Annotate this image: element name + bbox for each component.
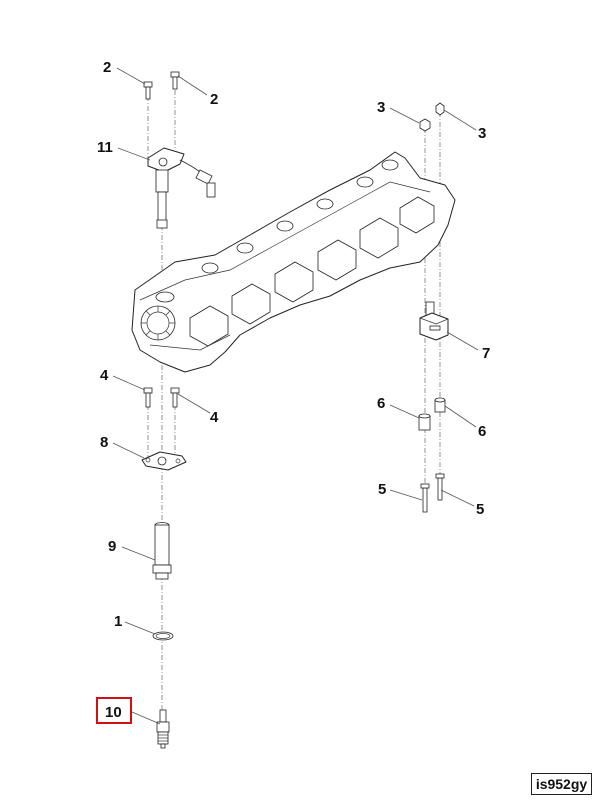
spark-plug-10 xyxy=(156,709,170,749)
spacer-6-right xyxy=(434,397,446,413)
bolt-2-left xyxy=(143,81,153,100)
bolt-4-right xyxy=(170,387,180,408)
callout-3-left: 3 xyxy=(377,99,385,116)
callout-4-right: 4 xyxy=(210,409,219,426)
callout-9: 9 xyxy=(108,538,116,555)
callout-6-right: 6 xyxy=(478,423,486,440)
spacer-6-left xyxy=(418,413,431,431)
nut-3-right xyxy=(435,102,445,116)
callout-1: 1 xyxy=(114,613,122,630)
callout-11: 11 xyxy=(97,139,113,156)
nut-3-left xyxy=(419,118,431,132)
ignition-coil-11 xyxy=(147,147,216,229)
callout-7: 7 xyxy=(482,345,490,362)
callout-6-left: 6 xyxy=(377,395,385,412)
reference-code: is952gy xyxy=(531,773,592,795)
o-ring-1 xyxy=(152,631,174,641)
callout-3-right: 3 xyxy=(478,125,486,142)
rocker-bosses xyxy=(189,159,435,347)
highlight-box-10 xyxy=(96,697,132,724)
bracket-7 xyxy=(419,301,449,341)
valve-cover-housing xyxy=(131,151,456,373)
callout-4-left: 4 xyxy=(100,367,109,384)
callout-10: 10 xyxy=(105,704,122,721)
callout-5-right: 5 xyxy=(476,501,484,518)
callout-labels: 2 2 3 3 11 4 4 8 7 6 6 5 5 9 1 10 xyxy=(97,59,490,721)
bolt-2-right xyxy=(170,71,180,90)
leader-lines xyxy=(112,67,479,725)
bolt-5-right xyxy=(435,473,445,501)
callout-5-left: 5 xyxy=(378,481,386,498)
bolt-4-left xyxy=(143,387,153,408)
flange-8 xyxy=(141,451,187,471)
callout-8: 8 xyxy=(100,434,108,451)
bolt-5-left xyxy=(420,483,430,513)
callout-2-right: 2 xyxy=(210,91,218,108)
callout-2-left: 2 xyxy=(103,59,111,76)
tube-9 xyxy=(152,522,172,580)
